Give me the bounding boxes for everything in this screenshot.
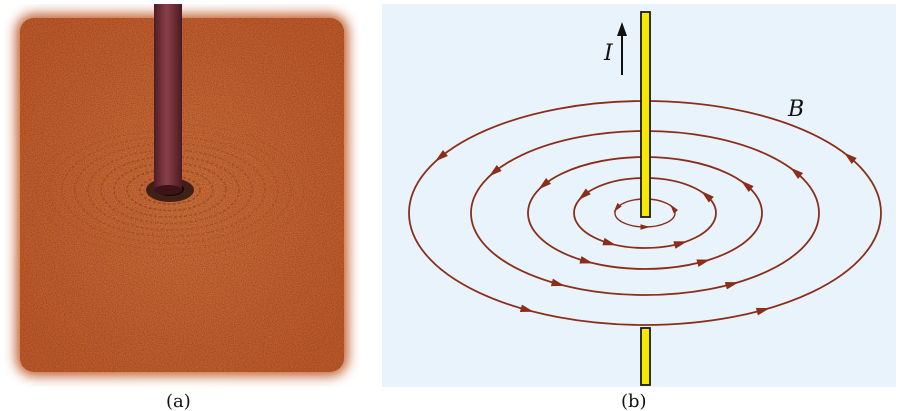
caption-b: (b) xyxy=(621,391,647,411)
filing-ring xyxy=(100,155,240,225)
field-line-arrow xyxy=(613,203,622,213)
iron-filings-photo xyxy=(4,4,359,387)
field-line-arrow xyxy=(602,237,617,246)
rod-bottom xyxy=(154,185,182,195)
field-line-arrow xyxy=(755,307,770,316)
field-line-arrow xyxy=(550,278,565,287)
wire-lower-segment xyxy=(640,327,651,386)
diagram-background xyxy=(382,4,896,387)
field-line-arrow xyxy=(696,259,711,267)
field-line-arrow xyxy=(740,180,754,192)
field-line-arrow xyxy=(538,178,551,190)
filing-ring xyxy=(126,168,214,212)
field-line-arrow xyxy=(790,167,803,179)
current-direction-arrow xyxy=(617,22,627,75)
field-line-arrow xyxy=(640,224,650,230)
field-line-arrow xyxy=(844,152,857,164)
field-line-arrow xyxy=(673,241,688,249)
field-line-arrow xyxy=(724,282,739,290)
filing-rings xyxy=(35,123,305,257)
field-line-arrow xyxy=(701,191,714,203)
field-line-arrow xyxy=(670,204,679,214)
field-line-arrow xyxy=(578,188,591,200)
caption-a: (a) xyxy=(166,391,191,411)
field-line-arrow xyxy=(488,165,502,177)
field-line-arrow xyxy=(519,304,534,312)
current-carrying-rod xyxy=(154,4,182,190)
filing-ring xyxy=(35,123,305,257)
field-line-arrow xyxy=(435,150,448,162)
field-label: B xyxy=(787,97,804,122)
field-line-arrow xyxy=(579,256,594,264)
wire-upper-segment xyxy=(640,11,651,218)
current-label: I xyxy=(603,41,614,66)
field-lines-diagram: I B xyxy=(382,4,896,387)
